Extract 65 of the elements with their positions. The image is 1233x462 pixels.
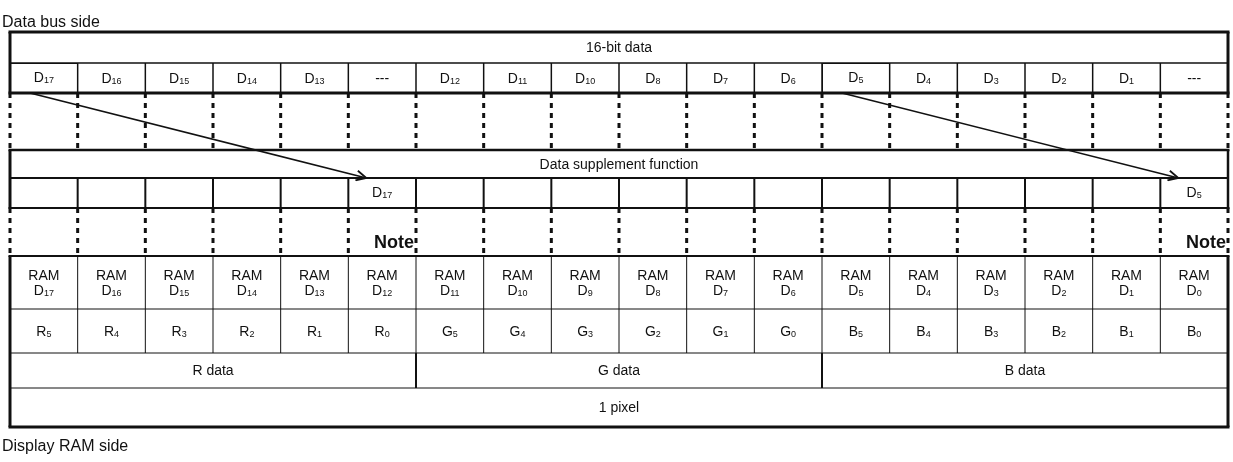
ram-bit-label: RAM D$_{9}$ [568, 267, 602, 298]
ram-bit-label: RAM D$_{1}$ [1109, 267, 1144, 298]
ram-bit-label: RAM D$_{6}$ [771, 267, 805, 298]
color-bit-label: R$_{1}$ [306, 323, 323, 339]
bit-label: D$_{3}$ [983, 70, 999, 86]
color-bit-label: R$_{4}$ [103, 323, 120, 339]
arrow [841, 92, 1180, 182]
color-bit-label: B$_{5}$ [848, 323, 863, 339]
bit-label: D$_{10}$ [575, 70, 596, 86]
ram-bit-label: RAM D$_{3}$ [974, 267, 1008, 298]
bit-label: D$_{12}$ [439, 70, 460, 86]
side-label: Data bus side [2, 13, 100, 29]
color-bit-label: R$_{0}$ [374, 323, 390, 339]
ram-bit-label: RAM D$_{15}$ [162, 267, 196, 298]
color-bit-label: B$_{2}$ [1051, 323, 1066, 339]
ram-bit-label: RAM D$_{17}$ [27, 267, 61, 298]
ram-bit-label: RAM D$_{12}$ [365, 267, 399, 298]
bit-label: D$_{15}$ [169, 70, 190, 86]
color-bit-label: G$_{3}$ [577, 323, 594, 339]
bit-label: D$_{2}$ [1051, 70, 1067, 86]
ram-bit-label: RAM D$_{8}$ [636, 267, 670, 298]
bit-label: D$_{11}$ [507, 70, 528, 86]
note-label: Note [374, 232, 414, 252]
ram-bit-label: RAM D$_{5}$ [839, 267, 873, 298]
color-bit-label: G$_{2}$ [644, 323, 661, 339]
group-label: G data [598, 363, 640, 378]
color-bit-label: G$_{4}$ [509, 323, 526, 339]
bit-label: D$_{6}$ [780, 70, 796, 86]
color-bit-label: R$_{2}$ [239, 323, 255, 339]
color-bit-label: G$_{0}$ [780, 323, 797, 339]
color-bit-label: R$_{3}$ [171, 323, 187, 339]
function-label: Data supplement function [539, 156, 699, 172]
ram-bit-label: RAM D$_{10}$ [500, 267, 535, 298]
bit-label: D$_{7}$ [712, 70, 729, 86]
color-bit-label: B$_{0}$ [1186, 323, 1202, 339]
color-bit-label: G$_{5}$ [441, 323, 458, 339]
side-label: Display RAM side [2, 437, 129, 453]
ram-bit-label: RAM D$_{16}$ [94, 267, 129, 298]
bit-label: D$_{13}$ [304, 70, 325, 86]
arrow [29, 92, 368, 182]
bit-label: --- [375, 70, 390, 86]
ram-bit-label: RAM D$_{11}$ [433, 267, 467, 298]
color-bit-label: R$_{5}$ [36, 323, 52, 339]
bit-label: --- [1187, 70, 1202, 86]
bit-label: D$_{14}$ [236, 70, 257, 86]
pixel-label: 1 pixel [598, 400, 640, 415]
ram-bit-label: RAM D$_{7}$ [703, 267, 738, 298]
ram-bit-label: RAM D$_{14}$ [230, 267, 264, 298]
header-label: 16-bit data [585, 40, 653, 55]
bit-label: D$_{8}$ [645, 70, 661, 86]
group-label: B data [1004, 363, 1046, 378]
color-bit-label: G$_{1}$ [712, 323, 729, 339]
bit-label: D$_{16}$ [101, 70, 122, 86]
ram-bit-label: RAM D$_{2}$ [1042, 267, 1076, 298]
note-label: Note [1186, 232, 1226, 252]
bit-label: D$_{1}$ [1118, 70, 1135, 86]
bit-label: D$_{4}$ [915, 70, 932, 86]
ram-bit-label: RAM D$_{13}$ [297, 267, 332, 298]
color-bit-label: B$_{1}$ [1119, 323, 1134, 339]
color-bit-label: B$_{4}$ [916, 323, 931, 339]
color-bit-label: B$_{3}$ [983, 323, 999, 339]
bit-cell: D$_{5}$ [822, 63, 890, 93]
group-label: R data [192, 363, 234, 378]
ram-bit-label: RAM D$_{0}$ [1177, 267, 1211, 298]
ram-bit-label: RAM D$_{4}$ [906, 267, 941, 298]
